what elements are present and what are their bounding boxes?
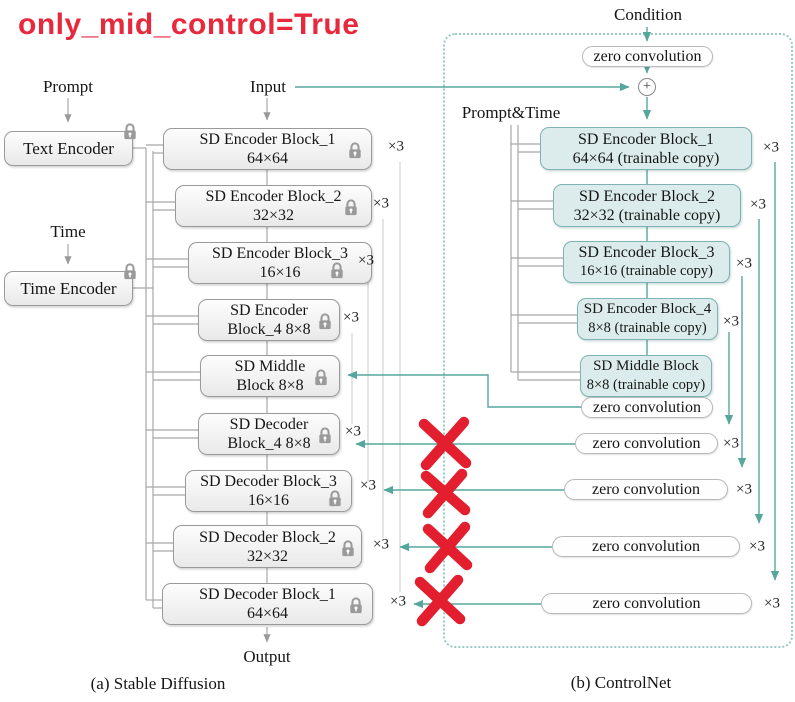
block-subtitle: 64×64 (trainable copy) [572, 149, 720, 167]
caption-controlnet: (b) ControlNet [570, 673, 672, 692]
zero-convolution-condition: zero convolution [582, 46, 713, 67]
repeat-label: ×3 [749, 538, 765, 555]
block-title: SD Encoder Block_3 [212, 245, 348, 262]
sd-decoder-block-2: SD Decoder Block_2 32×32 [173, 525, 362, 568]
block-title: Time Encoder [20, 278, 117, 298]
sd-encoder-block-3: SD Encoder Block_3 16×16 [188, 242, 372, 284]
block-title: SD Middle [234, 358, 306, 375]
block-subtitle: 64×64 [246, 605, 289, 622]
controlnet-encoder-block-1: SD Encoder Block_1 64×64 (trainable copy… [540, 127, 752, 170]
block-title: SD Encoder Block_2 [205, 188, 342, 205]
zero-convolution-decoder-4: zero convolution [575, 433, 718, 454]
block-subtitle: 16×16 [247, 492, 290, 509]
repeat-label: ×3 [360, 477, 376, 494]
block-title: SD Decoder Block_3 [200, 473, 337, 490]
sd-decoder-block-4: SD Decoder Block_4 8×8 [198, 413, 340, 455]
repeat-label: ×3 [373, 536, 389, 553]
lock-icon [329, 261, 345, 280]
lock-icon [327, 489, 343, 508]
controlnet-encoder-block-4: SD Encoder Block_4 8×8 (trainable copy) [577, 298, 718, 340]
label-output: Output [243, 647, 291, 666]
block-subtitle: 32×32 [246, 547, 289, 565]
controlnet-encoder-block-3: SD Encoder Block_3 16×16 (trainable copy… [563, 241, 730, 283]
block-title: SD Encoder Block_3 [578, 244, 715, 261]
block-subtitle: 16×16 [259, 264, 301, 281]
caption-stable-diffusion: (a) Stable Diffusion [90, 674, 226, 693]
block-title: SD Encoder Block_1 [578, 130, 714, 148]
label-prompt: Prompt [42, 77, 94, 96]
repeat-label: ×3 [763, 139, 779, 156]
block-title: SD Middle Block [593, 358, 699, 374]
block-title: SD Decoder Block_1 [199, 586, 336, 603]
repeat-label: ×3 [750, 196, 766, 213]
label-condition: Condition [613, 5, 683, 24]
repeat-label: ×3 [764, 595, 780, 612]
block-title: SD Encoder [230, 302, 308, 319]
controlnet-encoder-block-2: SD Encoder Block_2 32×32 (trainable copy… [553, 184, 741, 227]
block-subtitle: 32×32 [252, 207, 295, 224]
sd-decoder-block-1: SD Decoder Block_1 64×64 [162, 583, 373, 625]
block-title: SD Encoder Block_4 [583, 301, 712, 317]
lock-icon [340, 539, 356, 558]
lock-icon [343, 198, 359, 217]
sd-middle-block: SD Middle Block 8×8 [200, 355, 340, 397]
text-encoder-block: Text Encoder [4, 131, 133, 166]
lock-icon [122, 262, 138, 281]
sd-encoder-block-1: SD Encoder Block_1 64×64 [163, 128, 372, 170]
block-title: SD Decoder Block_2 [199, 528, 336, 546]
repeat-label: ×3 [388, 138, 404, 155]
label-prompt-and-time: Prompt&Time [461, 103, 561, 122]
block-subtitle: Block_4 8×8 [227, 435, 311, 452]
block-title: SD Decoder [229, 416, 309, 433]
time-encoder-block: Time Encoder [4, 271, 133, 306]
repeat-label: ×3 [390, 593, 406, 610]
lock-icon [317, 426, 333, 445]
sum-plus-icon: + [638, 78, 656, 96]
repeat-label: ×3 [723, 313, 739, 330]
repeat-label: ×3 [358, 252, 374, 269]
sd-encoder-block-2: SD Encoder Block_2 32×32 [175, 185, 372, 227]
label-input: Input [250, 77, 286, 96]
block-title: SD Encoder Block_1 [199, 131, 336, 148]
page-title: only_mid_control=True [18, 8, 360, 41]
zero-convolution-decoder-2: zero convolution [552, 536, 740, 557]
block-title: Text Encoder [23, 138, 114, 158]
controlnet-boundary [443, 33, 793, 648]
sd-decoder-block-3: SD Decoder Block_3 16×16 [185, 470, 352, 512]
zero-convolution-decoder-1: zero convolution [541, 593, 752, 614]
zero-convolution-middle: zero convolution [581, 397, 713, 418]
controlnet-middle-block: SD Middle Block 8×8 (trainable copy) [580, 355, 712, 397]
repeat-label: ×3 [345, 423, 361, 440]
repeat-label: ×3 [736, 481, 752, 498]
repeat-label: ×3 [723, 435, 739, 452]
block-subtitle: Block_4 8×8 [227, 321, 311, 338]
block-title: SD Encoder Block_2 [579, 187, 715, 205]
block-subtitle: 16×16 (trainable copy) [580, 263, 713, 279]
block-subtitle: 64×64 [246, 150, 289, 167]
lock-icon [317, 312, 333, 331]
repeat-label: ×3 [373, 195, 389, 212]
block-subtitle: 32×32 (trainable copy) [573, 206, 721, 224]
repeat-label: ×3 [343, 309, 359, 326]
lock-icon [348, 596, 364, 615]
block-subtitle: 8×8 (trainable copy) [586, 377, 706, 393]
block-subtitle: Block 8×8 [236, 377, 304, 394]
lock-icon [347, 141, 363, 160]
block-subtitle: 8×8 (trainable copy) [588, 320, 707, 336]
lock-icon [313, 368, 329, 387]
lock-icon [122, 122, 138, 141]
label-time: Time [50, 222, 86, 241]
sd-encoder-block-4: SD Encoder Block_4 8×8 [198, 299, 340, 341]
repeat-label: ×3 [736, 255, 752, 272]
zero-convolution-decoder-3: zero convolution [564, 479, 728, 500]
